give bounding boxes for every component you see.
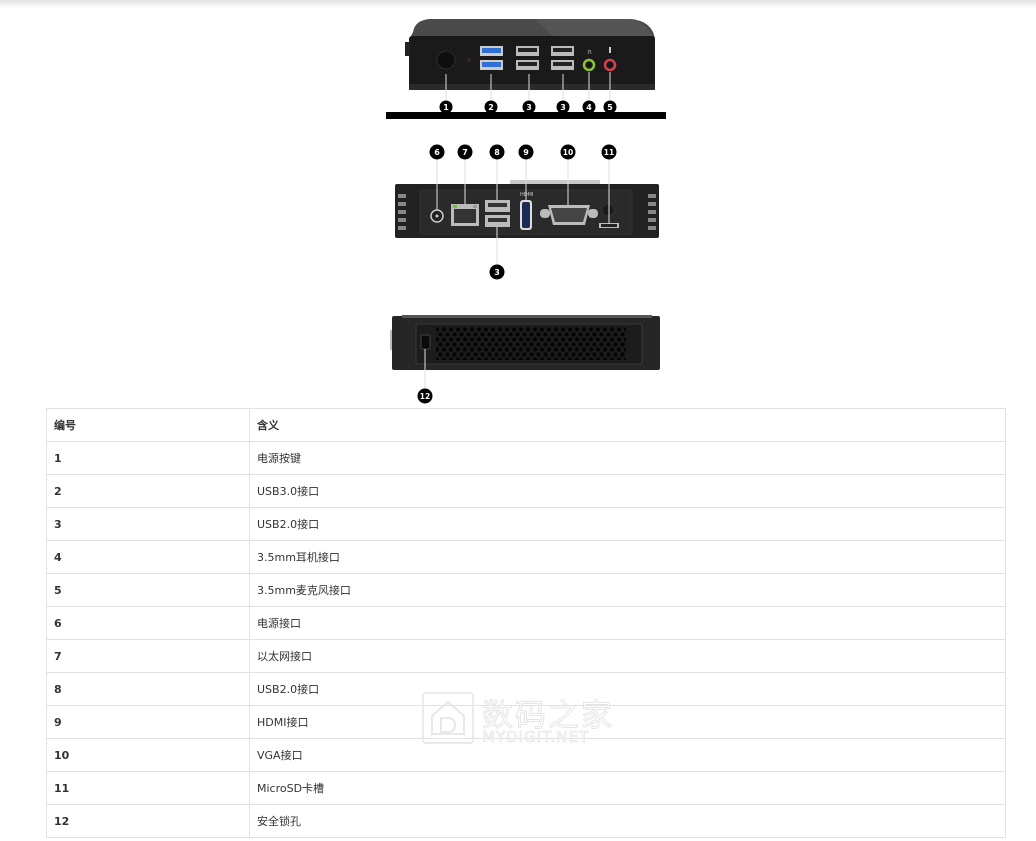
row-meaning: USB2.0接口 xyxy=(249,507,1006,541)
row-number: 6 xyxy=(46,606,250,640)
svg-text:2: 2 xyxy=(488,103,494,112)
row-meaning: 电源按键 xyxy=(249,441,1006,475)
svg-text:HDMI: HDMI xyxy=(520,192,533,198)
row-meaning: 电源接口 xyxy=(249,606,1006,640)
row-number: 7 xyxy=(46,639,250,673)
svg-text:4: 4 xyxy=(586,103,592,112)
svg-text:10: 10 xyxy=(563,148,573,157)
row-number: 4 xyxy=(46,540,250,574)
svg-text:3: 3 xyxy=(526,103,532,112)
top-shadow-divider xyxy=(0,0,1036,8)
row-number: 2 xyxy=(46,474,250,508)
row-meaning: USB3.0接口 xyxy=(249,474,1006,508)
svg-text:5: 5 xyxy=(607,103,613,112)
power-button-port xyxy=(436,50,456,70)
header-meaning: 含义 xyxy=(249,408,1006,442)
row-meaning: MicroSD卡槽 xyxy=(249,771,1006,805)
svg-text:11: 11 xyxy=(604,148,614,157)
svg-text:9: 9 xyxy=(523,148,529,157)
header-number: 编号 xyxy=(46,408,250,442)
svg-text:1: 1 xyxy=(443,103,449,112)
row-number: 1 xyxy=(46,441,250,475)
row-number: 9 xyxy=(46,705,250,739)
front-view-figure: ∩ 1 2 3 3 4 5 xyxy=(385,14,670,122)
row-meaning: 安全锁孔 xyxy=(249,804,1006,838)
row-meaning: HDMI接口 xyxy=(249,705,1006,739)
row-meaning: 以太网接口 xyxy=(249,639,1006,673)
row-number: 8 xyxy=(46,672,250,706)
svg-text:8: 8 xyxy=(494,148,500,157)
row-meaning: VGA接口 xyxy=(249,738,1006,772)
row-number: 12 xyxy=(46,804,250,838)
row-number: 10 xyxy=(46,738,250,772)
row-meaning: 3.5mm耳机接口 xyxy=(249,540,1006,574)
svg-text:3: 3 xyxy=(560,103,566,112)
svg-text:∩: ∩ xyxy=(587,48,592,56)
rear-view-figure: HDMI 6 7 8 9 10 11 3 xyxy=(390,142,665,282)
row-number: 5 xyxy=(46,573,250,607)
table-header-row: 编号 含义 xyxy=(46,408,1006,442)
row-number: 3 xyxy=(46,507,250,541)
svg-text:3: 3 xyxy=(494,268,500,277)
row-meaning: USB2.0接口 xyxy=(249,672,1006,706)
row-meaning: 3.5mm麦克风接口 xyxy=(249,573,1006,607)
svg-text:6: 6 xyxy=(434,148,440,157)
svg-text:12: 12 xyxy=(420,392,430,401)
row-number: 11 xyxy=(46,771,250,805)
svg-text:7: 7 xyxy=(462,148,468,157)
side-view-figure: 12 xyxy=(388,312,668,406)
